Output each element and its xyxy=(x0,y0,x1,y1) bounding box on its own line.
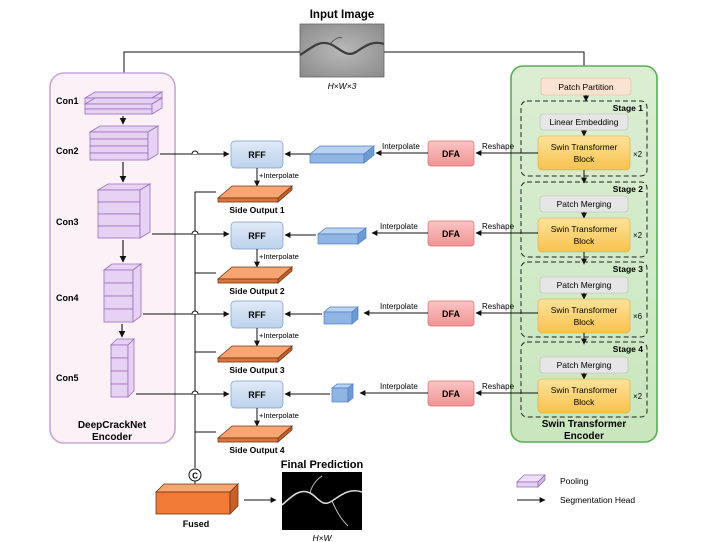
con5-layer-stack xyxy=(110,338,135,398)
stage-4-patch-merging-label: Patch Merging xyxy=(557,360,612,370)
stage-2-block-line1: Swin Transformer xyxy=(551,224,618,234)
layer-label-con1: Con1 xyxy=(56,96,79,106)
interpolate-label-3: Interpolate xyxy=(380,302,418,311)
plus-interpolate-label-4: +Interpolate xyxy=(259,411,299,420)
con4-layer-stack xyxy=(102,263,143,323)
cnn-pooling-arrows xyxy=(118,116,127,338)
layer-label-con2: Con2 xyxy=(56,146,79,156)
dfa-row-3: DFA Reshape Interpolate xyxy=(363,300,538,327)
fused-label: Fused xyxy=(183,519,210,529)
layer-label-con4: Con4 xyxy=(56,293,79,303)
stage-3-label: Stage 3 xyxy=(613,264,644,274)
side-output-4-slab xyxy=(216,425,294,443)
layer-label-con3: Con3 xyxy=(56,217,79,227)
plus-interpolate-label-3: +Interpolate xyxy=(259,331,299,340)
feature-cube-4 xyxy=(331,383,354,403)
cnn-encoder-name-line2: Encoder xyxy=(92,432,132,443)
input-image-dims: H×W×3 xyxy=(328,81,357,91)
stage-4-swin-block xyxy=(537,378,631,414)
legend-seg-head-label: Segmentation Head xyxy=(560,495,635,505)
stage-4-label: Stage 4 xyxy=(613,344,644,354)
dfa-label-1: DFA xyxy=(442,149,461,159)
input-image xyxy=(299,23,385,78)
side-output-1-label: Side Output 1 xyxy=(229,205,285,215)
stage-1-multiplier: ×2 xyxy=(633,150,643,159)
dfa-label-2: DFA xyxy=(442,229,461,239)
cube-to-rff-arrows xyxy=(284,151,330,397)
stage-4-frame xyxy=(520,341,648,418)
stage-1-block-line2: Block xyxy=(574,154,596,164)
plus-interpolate-label-1: +Interpolate xyxy=(259,171,299,180)
layer-label-con5: Con5 xyxy=(56,373,79,383)
reshape-label-2: Reshape xyxy=(482,222,515,231)
dfa-label-4: DFA xyxy=(442,389,461,399)
swin-encoder-name-line1: Swin Transformer xyxy=(542,419,627,430)
stage-4-block-line1: Swin Transformer xyxy=(551,385,618,395)
side-output-2-slab xyxy=(216,266,294,284)
legend-pooling-icon xyxy=(516,474,546,488)
stage-4-multiplier: ×2 xyxy=(633,392,643,401)
stage-2-patch-merging-label: Patch Merging xyxy=(557,199,612,209)
feature-cube-3 xyxy=(323,306,359,325)
rff-label-2: RFF xyxy=(248,231,266,241)
stage-3-patch-merging-label: Patch Merging xyxy=(557,280,612,290)
stage-4-block-line2: Block xyxy=(574,397,596,407)
reshape-label-3: Reshape xyxy=(482,302,515,311)
fused-block xyxy=(155,483,239,515)
interpolate-label-1: Interpolate xyxy=(382,142,420,151)
reshape-label-1: Reshape xyxy=(482,142,515,151)
rff-block-3: RFF xyxy=(230,300,284,329)
rff-label-1: RFF xyxy=(248,150,266,160)
concat-label: C xyxy=(192,472,198,481)
swin-encoder-name-line2: Encoder xyxy=(564,431,604,442)
dfa-row-2: DFA Reshape Interpolate xyxy=(371,220,538,247)
stage-3-multiplier: ×6 xyxy=(633,312,643,321)
side-output-3-label: Side Output 3 xyxy=(229,365,285,375)
stage-3-block-line2: Block xyxy=(574,317,596,327)
side-output-4-label: Side Output 4 xyxy=(229,445,285,455)
side-output-2-label: Side Output 2 xyxy=(229,286,285,296)
stage-3-block-line1: Swin Transformer xyxy=(551,305,618,315)
stage-1-block-line1: Swin Transformer xyxy=(551,142,618,152)
stage-2-label: Stage 2 xyxy=(613,184,644,194)
legend-pooling-label: Pooling xyxy=(560,476,589,486)
concat-node: C xyxy=(188,468,202,482)
reshape-label-4: Reshape xyxy=(482,382,515,391)
feature-cube-1 xyxy=(309,145,375,164)
final-prediction-title: Final Prediction xyxy=(281,459,364,471)
interpolate-label-2: Interpolate xyxy=(380,222,418,231)
rff-block-2: RFF xyxy=(230,221,284,250)
final-prediction-dims: H×W xyxy=(312,533,332,542)
dfa-label-3: DFA xyxy=(442,309,461,319)
dfa-row-4: DFA Reshape Interpolate xyxy=(359,380,538,407)
con2-layer-stack xyxy=(88,125,160,161)
con1-layer-stack xyxy=(83,91,164,115)
legend: Pooling Segmentation Head xyxy=(516,474,635,505)
interpolate-label-4: Interpolate xyxy=(380,382,418,391)
stage-2-block-line2: Block xyxy=(574,236,596,246)
rff-label-3: RFF xyxy=(248,310,266,320)
final-prediction-image xyxy=(281,472,363,530)
cnn-encoder-name-line1: DeepCrackNet xyxy=(78,420,147,431)
rff-block-4: RFF xyxy=(230,380,284,409)
plus-interpolate-label-2: +Interpolate xyxy=(259,252,299,261)
patch-partition-label: Patch Partition xyxy=(558,82,614,92)
feature-cube-2 xyxy=(316,227,368,245)
side-output-3-slab xyxy=(216,345,294,363)
rff-label-4: RFF xyxy=(248,390,266,400)
input-image-title: Input Image xyxy=(310,9,375,21)
side-output-1-slab xyxy=(216,185,294,203)
stage-2-multiplier: ×2 xyxy=(633,231,643,240)
dfa-row-1: DFA Reshape Interpolate xyxy=(375,140,538,167)
stage-1-label: Stage 1 xyxy=(613,103,644,113)
linear-embedding-label: Linear Embedding xyxy=(550,117,619,127)
con3-layer-stack xyxy=(96,183,152,239)
rff-block-1: RFF xyxy=(230,140,284,169)
cnn-encoder-panel xyxy=(49,72,176,444)
side-output-bus xyxy=(191,150,216,468)
